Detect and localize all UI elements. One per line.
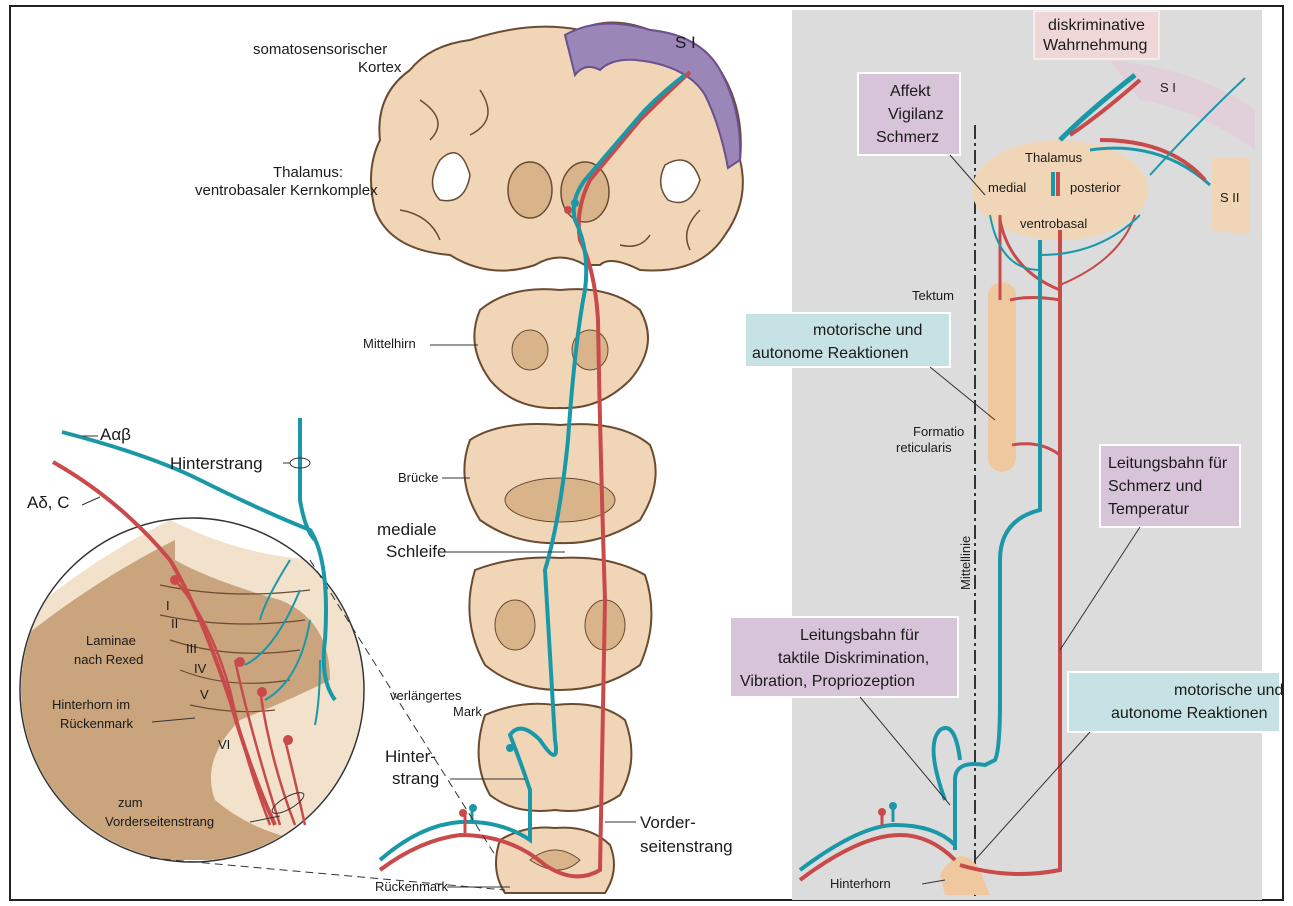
formatio-label-2: reticularis	[896, 440, 952, 455]
lemniscus-label-1: mediale	[377, 520, 437, 539]
box-pain-line1: Leitungsbahn für	[1108, 455, 1228, 472]
right-schematic-panel: Mittellinie S I S II Thalamus medial pos…	[730, 10, 1283, 900]
box-tactile-tract: Leitungsbahn für taktile Diskrimination,…	[730, 617, 958, 697]
thalamus-label-2: ventrobasaler Kernkomplex	[195, 182, 378, 199]
lemniscus-label-2: Schleife	[386, 542, 446, 561]
box-tactile-line3: Vibration, Propriozeption	[740, 673, 915, 690]
box-motor-bottom-line2: autonome Reaktionen	[1111, 705, 1268, 722]
right-teal-collateral-ending	[889, 802, 897, 810]
inset-laminae-label-2: nach Rexed	[74, 652, 143, 667]
tectum-label: Tektum	[912, 288, 954, 303]
medulla-teal-synapse	[506, 744, 514, 752]
sii-label: S II	[1220, 190, 1240, 205]
cortex-label-2: Kortex	[358, 59, 402, 76]
inset-to-tract-label-2: Vorderseitenstrang	[105, 814, 214, 829]
thalamus-ventrobasal-label: ventrobasal	[1020, 216, 1087, 231]
inset-to-tract-label-1: zum	[118, 795, 143, 810]
pons-label: Brücke	[398, 470, 438, 485]
inset-neuron-lamina-v	[283, 735, 293, 745]
box-discriminative-line1: diskriminative	[1048, 17, 1145, 34]
anterolateral-label-2: seitenstrang	[640, 837, 733, 856]
anterolateral-label-1: Vorder-	[640, 813, 696, 832]
inset-dorsal-column-label: Hinterstrang	[170, 454, 263, 473]
right-red-collateral-ending	[878, 808, 886, 816]
center-teal-collateral-ending	[469, 804, 477, 812]
dorsal-horn-right-label: Hinterhorn	[830, 876, 891, 891]
inset-neuron-lamina-i	[170, 575, 180, 585]
midline-label: Mittellinie	[958, 536, 973, 590]
brain-coronal-section	[371, 23, 743, 271]
formatio-label-1: Formatio	[913, 424, 964, 439]
lamina-ii: II	[171, 616, 178, 631]
dorsal-column-center-label-1: Hinter-	[385, 747, 436, 766]
lamina-i: I	[166, 598, 170, 613]
medulla-label-2: Mark	[453, 704, 482, 719]
inset-neuron-lamina-iv	[257, 687, 267, 697]
midbrain-label: Mittelhirn	[363, 336, 416, 351]
dorsal-column-center-label-2: strang	[392, 769, 439, 788]
si-label-center: S I	[675, 33, 696, 52]
thalamus-divider-teal	[1051, 172, 1055, 196]
medulla-label-1: verlängertes	[390, 688, 462, 703]
box-motor-bottom: motorische und autonome Reaktionen	[1068, 672, 1283, 732]
center-red-collateral-ending	[459, 809, 467, 817]
inset-adc-label: Aδ, C	[27, 493, 70, 512]
box-pain-line2: Schmerz und	[1108, 478, 1202, 495]
inset-neuron-lamina-iii	[235, 657, 245, 667]
lamina-vi: VI	[218, 737, 230, 752]
box-motor-top-line2: autonome Reaktionen	[752, 345, 909, 362]
inset-abeta-label: Aαβ	[100, 425, 131, 444]
thalamus-divider-red	[1056, 172, 1060, 196]
inset-laminae-label-1: Laminae	[86, 633, 136, 648]
thalamus-red-synapse	[564, 206, 572, 214]
box-affect-line1: Affekt	[890, 83, 931, 100]
box-tactile-line2: taktile Diskrimination,	[778, 650, 929, 667]
box-pain-line3: Temperatur	[1108, 501, 1190, 518]
box-discriminative-line2: Wahrnehmung	[1043, 37, 1147, 54]
thalamus-left-nucleus	[508, 162, 552, 218]
box-affect: Affekt Vigilanz Schmerz	[858, 73, 960, 155]
medulla-olive-left	[495, 600, 535, 650]
inset-dorsal-horn-label-2: Rückenmark	[60, 716, 133, 731]
formatio-reticularis-shape	[988, 282, 1016, 472]
box-motor-top: motorische und autonome Reaktionen	[745, 313, 950, 367]
thalamus-posterior-label: posterior	[1070, 180, 1121, 195]
inset-dorsal-horn-label-1: Hinterhorn im	[52, 697, 130, 712]
box-motor-bottom-line1: motorische und	[1174, 682, 1283, 699]
thalamus-teal-synapse	[571, 199, 579, 207]
box-motor-top-line1: motorische und	[813, 322, 922, 339]
thalamus-medial-label: medial	[988, 180, 1026, 195]
box-affect-line2: Vigilanz	[888, 106, 944, 123]
lamina-iii: III	[186, 641, 197, 656]
thalamus-label-right: Thalamus	[1025, 150, 1083, 165]
box-tactile-line1: Leitungsbahn für	[800, 627, 920, 644]
box-discriminative: diskriminative Wahrnehmung	[1034, 11, 1159, 59]
box-pain-tract: Leitungsbahn für Schmerz und Temperatur	[1100, 445, 1240, 527]
midbrain-nucleus-left	[512, 330, 548, 370]
thalamus-label-1: Thalamus:	[273, 164, 343, 181]
si-label-right: S I	[1160, 80, 1176, 95]
cortex-label-1: somatosensorischer	[253, 41, 387, 58]
lamina-iv: IV	[194, 661, 207, 676]
lamina-v: V	[200, 687, 209, 702]
box-affect-line3: Schmerz	[876, 129, 939, 146]
